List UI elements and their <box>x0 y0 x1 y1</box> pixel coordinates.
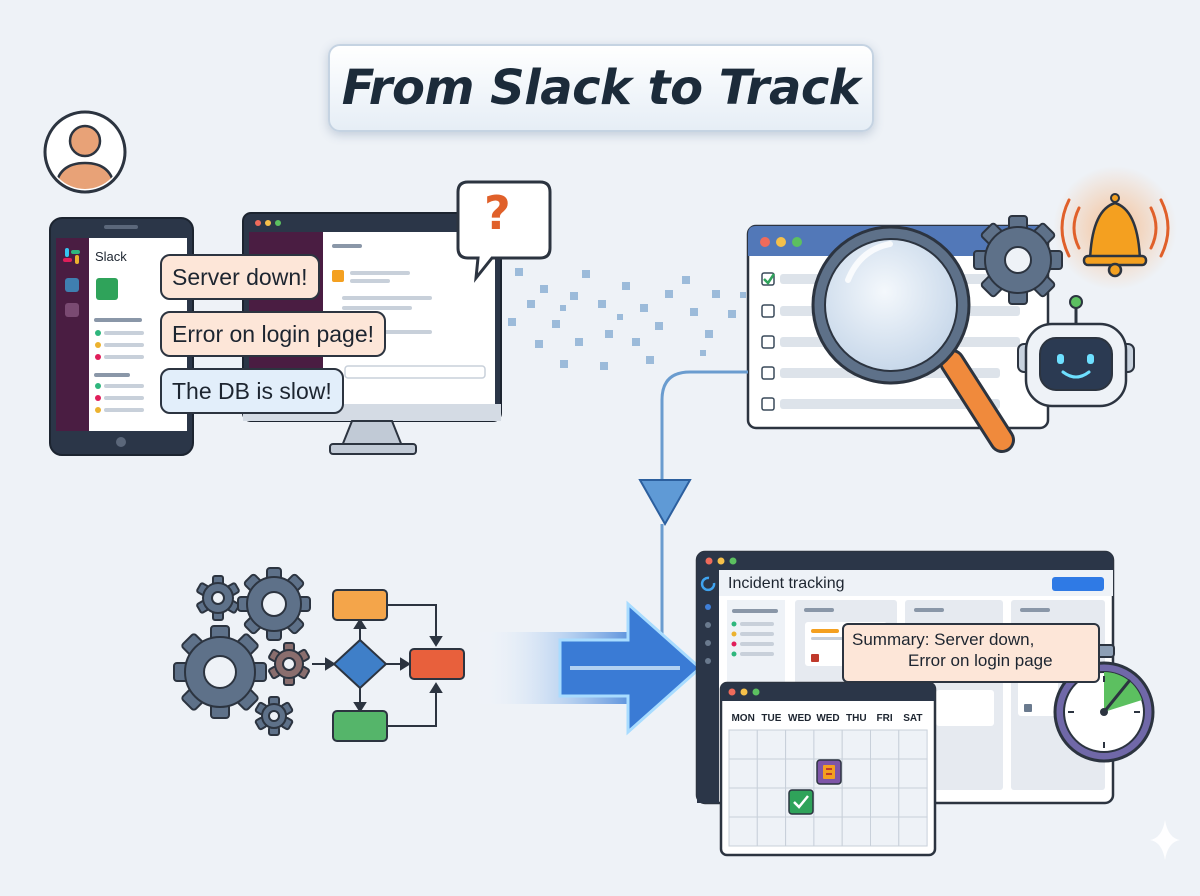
magnifying-glass-icon <box>811 225 1015 453</box>
calendar-cell <box>813 729 843 760</box>
user-avatar-icon <box>43 110 127 194</box>
calendar-cell <box>870 816 900 847</box>
calendar-day-headers: MON TUE WED WED THU FRI SAT <box>729 713 927 727</box>
summary-line-1: Summary: Server down, <box>852 630 1035 649</box>
calendar-cell <box>756 816 787 847</box>
day-header: THU <box>845 713 867 724</box>
day-header: SAT <box>903 713 923 724</box>
stopwatch-icon <box>1053 644 1155 763</box>
day-header: MON <box>731 713 755 724</box>
calendar-cell <box>756 787 787 818</box>
day-header: FRI <box>876 713 893 724</box>
incident-card-icon <box>816 759 842 785</box>
data-particles <box>508 268 746 370</box>
calendar-cell <box>813 787 843 818</box>
calendar-cell <box>898 816 928 847</box>
question-bubble <box>456 180 552 283</box>
calendar-cell <box>813 816 843 847</box>
flow-arrow-icon <box>470 600 703 736</box>
calendar-cell <box>841 816 872 847</box>
calendar-cell <box>870 729 900 760</box>
slack-app-name: Slack <box>95 249 127 264</box>
calendar-cell <box>728 787 758 818</box>
question-mark-icon: ? <box>484 186 511 240</box>
calendar-cell <box>870 758 900 789</box>
summary-line-2: Error on login page <box>908 651 1053 670</box>
calendar-cell <box>898 729 928 760</box>
sparkle-icon <box>1150 820 1180 860</box>
calendar-window <box>719 681 937 857</box>
calendar-cell <box>728 758 758 789</box>
calendar-cell <box>841 787 872 818</box>
message-bubble-server-down: Server down! <box>160 254 320 300</box>
workflow-gears <box>173 567 311 736</box>
gear-icon-analysis <box>973 215 1063 305</box>
calendar-cell <box>756 729 787 760</box>
incident-tracking-title: Incident tracking <box>728 575 845 592</box>
calendar-cell <box>785 816 815 847</box>
calendar-cell <box>785 729 815 760</box>
alert-bell-icon <box>1053 166 1177 290</box>
workflow-flowchart <box>312 589 465 742</box>
day-header: WED <box>816 713 840 724</box>
robot-assistant-icon <box>1017 295 1135 408</box>
slack-message-list <box>94 278 144 413</box>
calendar-cell <box>898 758 928 789</box>
calendar-cell <box>870 787 900 818</box>
calendar-cell <box>841 729 872 760</box>
title-banner: From Slack to Track <box>328 44 874 132</box>
slack-logo-icon <box>63 248 80 264</box>
calendar-cell <box>728 729 758 760</box>
flow-connector <box>638 370 748 640</box>
calendar-cell <box>728 816 758 847</box>
day-header: TUE <box>761 713 782 724</box>
calendar-cell <box>841 758 872 789</box>
completed-check-icon <box>788 789 814 815</box>
slack-sidebar-channels <box>65 278 79 317</box>
page-title: From Slack to Track <box>341 60 861 116</box>
message-bubble-login-error: Error on login page! <box>160 311 387 357</box>
calendar-cell <box>756 758 787 789</box>
day-header: WED <box>788 713 812 724</box>
incident-summary-card: Summary: Server down, Error on login pag… <box>842 623 1100 683</box>
calendar-cell <box>898 787 928 818</box>
message-bubble-db-slow: The DB is slow! <box>160 368 344 414</box>
calendar-cell <box>785 758 815 789</box>
